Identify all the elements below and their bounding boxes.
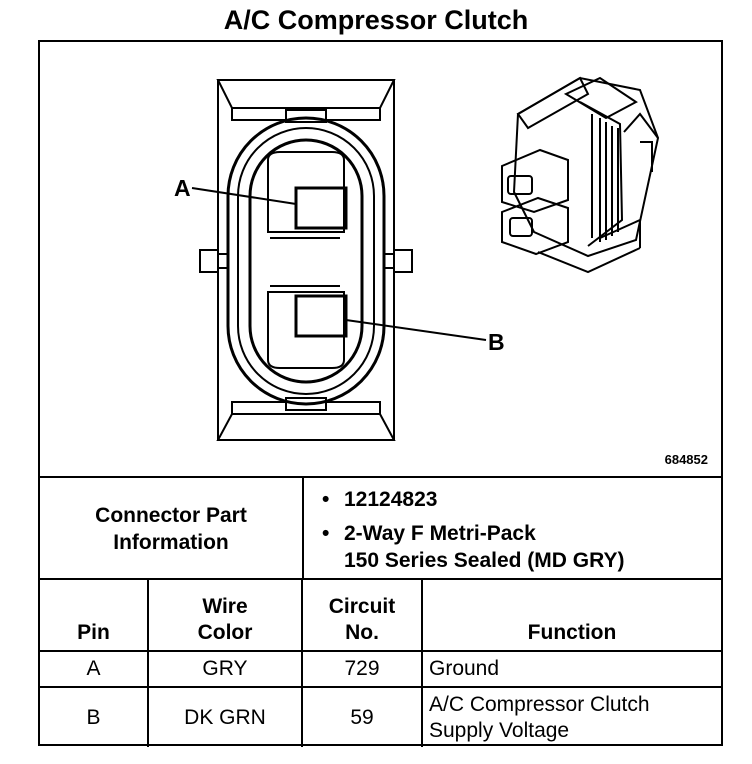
connector-info-label-line1: Connector Part [95,504,247,527]
connector-frame: A B 684852 Connector Part Information • … [38,40,723,747]
cell-pin: A [40,650,149,688]
left-ear [199,249,219,273]
header-function: Function [421,578,721,652]
connector-face-drawing [191,76,660,441]
page-title: A/C Compressor Clutch [223,5,529,35]
cell-circuit: 729 [301,650,423,688]
top-latch [216,79,396,109]
cell-pin: B [40,686,149,747]
connector-diagram: A B 684852 [40,42,721,476]
table-row: A GRY 729 Ground [40,650,721,688]
cell-wire-color: DK GRN [147,686,303,747]
seal-inner [248,138,364,384]
cavity-b [267,291,345,369]
bullet-icon: • [322,488,330,511]
connector-iso-drawing [501,76,660,274]
bullet-icon: • [322,522,330,545]
bottom-latch [216,413,396,441]
leader-a [191,187,297,205]
connector-info-item: • 12124823 [322,486,438,513]
terminal-a [294,186,348,230]
connector-series: 150 Series Sealed (MD GRY) [344,549,625,572]
connector-info-item: • 2-Way F Metri-Pack [322,520,536,547]
right-ear [393,249,413,273]
pin-b-label: B [488,329,505,355]
seal-outer [226,116,386,406]
connector-info-section: Connector Part Information • 12124823 • … [40,476,721,580]
part-number: 12124823 [344,488,438,511]
cell-circuit: 59 [301,686,423,747]
connector-info-values: • 12124823 • 2-Way F Metri-Pack 150 Seri… [304,478,721,580]
connector-info-label: Connector Part Information [40,478,304,580]
cell-function: Ground [421,650,721,688]
terminal-b [294,294,348,338]
seal-mid [237,127,375,395]
connector-type: 2-Way F Metri-Pack [344,522,536,545]
connector-body-outline [217,79,395,441]
figure-number: 684852 [664,452,708,467]
cell-wire-color: GRY [147,650,303,688]
leader-b [345,319,487,341]
header-pin: Pin [40,578,149,652]
cavity-a [267,151,345,233]
connector-info-label-line2: Information [113,531,229,554]
pin-a-label: A [174,175,191,201]
